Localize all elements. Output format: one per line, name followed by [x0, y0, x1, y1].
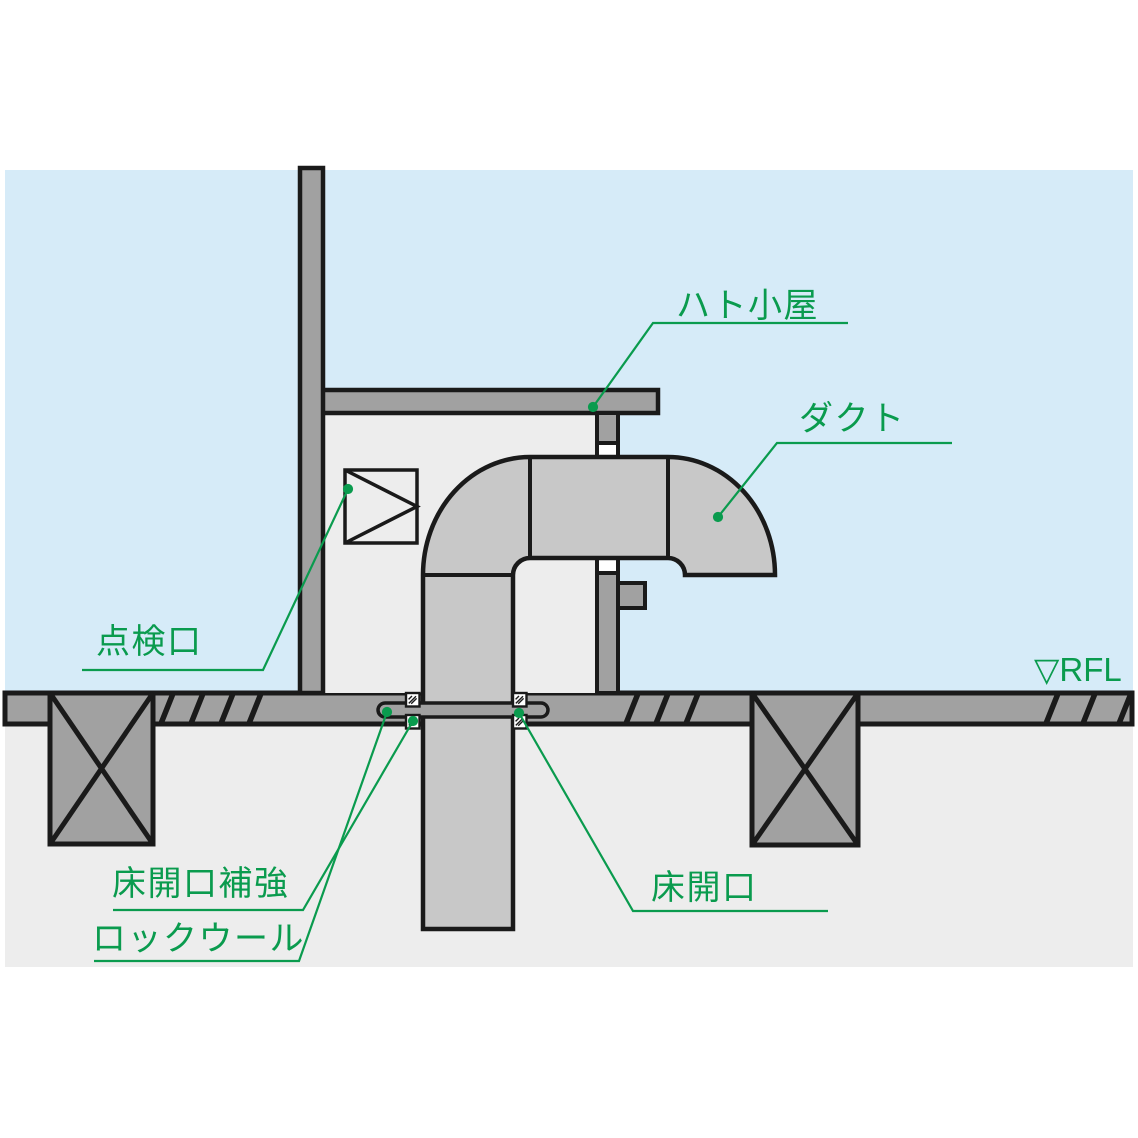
slab-hatching: [158, 695, 1130, 722]
right-beam: [749, 690, 861, 848]
floor-opening-leader-dot: [513, 707, 525, 719]
left-beam: [47, 690, 156, 847]
leader-lines: [82, 321, 952, 963]
below-roof-background: [5, 693, 1133, 967]
duct-leader-dot: [712, 511, 724, 523]
hatogoya-leader: [592, 321, 848, 408]
reinforcement-leader: [113, 720, 414, 912]
inspection-port-leader-dot: [342, 483, 354, 495]
hatogoya-left-wall: [297, 165, 326, 696]
inspection-port-chevron: [344, 468, 421, 545]
right-wall-lower: [595, 556, 620, 695]
rockwool-leader: [94, 711, 389, 963]
label-floor-opening: 床開口: [651, 869, 758, 907]
duct-leader: [717, 441, 952, 518]
label-duct: ダクト: [799, 400, 906, 438]
rockwool-leader-dot: [381, 706, 393, 718]
label-floor-opening-reinforcement: 床開口補強: [112, 865, 290, 903]
reinforcement-angle-top-right: [511, 691, 528, 708]
inspection-port: [343, 468, 421, 545]
floor-slab: [2, 690, 1135, 727]
label-roof-floor-level: ▽RFL: [1034, 651, 1122, 688]
leader-dots: [342, 401, 724, 727]
label-hatogoya: ハト小屋: [676, 287, 820, 325]
right-wall-bracket-tab: [616, 581, 647, 610]
inspection-port-leader: [82, 488, 349, 672]
floor-opening-leader: [518, 712, 828, 913]
left-beam-brace-2: [47, 691, 156, 846]
annotation-leaders: [82, 321, 952, 963]
reinforcement-leader-dot: [407, 715, 419, 727]
reinforcement-angle-top-left: [404, 691, 421, 708]
hatogoya-roof: [316, 387, 661, 416]
label-rockwool: ロックウール: [92, 920, 305, 958]
hatogoya-leader-dot: [587, 401, 599, 413]
right-beam-brace-2: [749, 691, 861, 847]
inspection-port-frame: [343, 468, 419, 545]
label-inspection-port: 点検口: [96, 623, 203, 661]
